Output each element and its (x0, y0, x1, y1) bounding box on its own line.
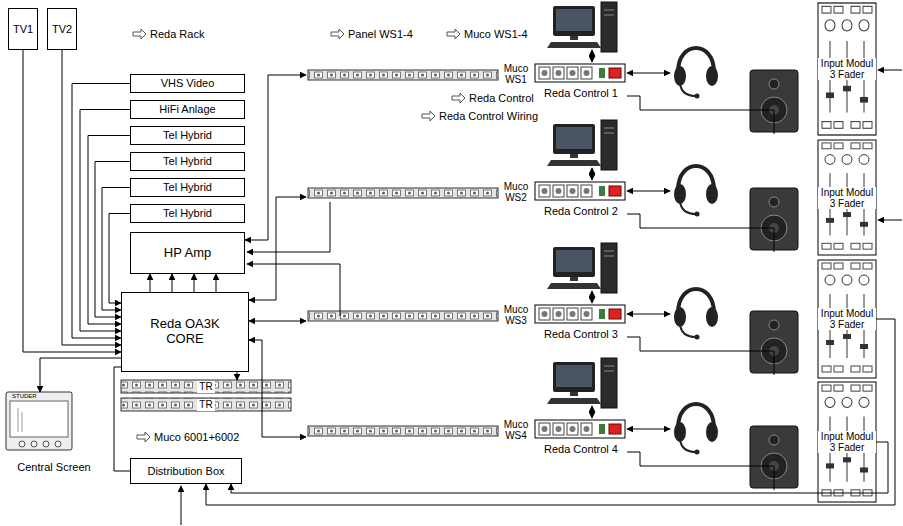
node-box: Tel Hybrid (130, 204, 245, 223)
label-text: Muco WS1 (500, 63, 532, 85)
node-box: Input Modul 3 Fader (818, 260, 876, 378)
node-text: Central Screen (17, 461, 90, 474)
connector (237, 372, 238, 380)
node-text: Tel Hybrid (163, 155, 212, 168)
connector (231, 442, 888, 493)
node-box: Tel Hybrid (130, 152, 245, 171)
node-box: Input Modul 3 Fader (818, 140, 876, 255)
node-box: Tel Hybrid (130, 126, 245, 145)
node-text: Reda Control 3 (544, 328, 618, 341)
node-text: Reda OA3K CORE (143, 317, 227, 347)
node-box: HP Amp (130, 232, 245, 274)
label-text: STUDER (12, 393, 37, 400)
node-box: HiFi Anlage (130, 100, 245, 119)
node-box: TR (121, 380, 291, 393)
connector (114, 367, 130, 471)
node-text: VHS Video (161, 77, 215, 90)
node-text: Tel Hybrid (163, 207, 212, 220)
node-box: TV1 (8, 8, 38, 50)
node-box: Input Modul 3 Fader (818, 3, 876, 135)
node-text: Input Modul 3 Fader (818, 187, 876, 209)
node-text: Reda Control 2 (544, 205, 618, 218)
node-box: Tel Hybrid (130, 178, 245, 197)
node-box: Reda Control 2 (535, 182, 627, 218)
label-text: Muco WS1-4 (464, 28, 528, 41)
node-text: HP Amp (164, 246, 211, 261)
node-text: Distribution Box (147, 465, 224, 478)
node-text: Reda Control 1 (544, 87, 618, 100)
node-text: Tel Hybrid (163, 181, 212, 194)
node-box: Reda Control 3 (535, 305, 627, 341)
label-text: Muco WS4 (500, 419, 532, 441)
label-text: Panel WS1-4 (348, 28, 413, 41)
label-text: Reda Control Wiring (439, 110, 538, 123)
node-box: Reda Control 4 (535, 420, 627, 456)
node-text: Input Modul 3 Fader (818, 431, 876, 453)
label-text: Reda Rack (150, 28, 204, 41)
node-text: TV1 (13, 23, 33, 36)
node-box: Reda Control 1 (535, 64, 627, 100)
node-text: HiFi Anlage (159, 103, 215, 116)
node-text: Input Modul 3 Fader (818, 58, 876, 80)
node-box: TV2 (47, 8, 77, 50)
label-text: Muco 6001+6002 (154, 431, 239, 444)
connector (62, 50, 121, 345)
label-text: Reda Control (469, 92, 534, 105)
connector (206, 319, 895, 505)
node-text: TR (197, 381, 214, 393)
node-box: Reda OA3K CORE (121, 292, 249, 372)
node-text: TR (197, 399, 214, 411)
node-box: Input Modul 3 Fader (818, 382, 876, 502)
node-box: TR (121, 398, 291, 411)
label-text: Muco WS3 (500, 304, 532, 326)
node-text: Reda Control 4 (544, 443, 618, 456)
connector (150, 274, 216, 292)
node-box: Central Screen (4, 392, 104, 474)
node-text: TV2 (52, 23, 72, 36)
connector (109, 214, 130, 304)
node-text: Input Modul 3 Fader (818, 308, 876, 330)
node-text: Tel Hybrid (163, 129, 212, 142)
node-box: VHS Video (130, 74, 245, 93)
node-box: Distribution Box (130, 458, 242, 484)
connector (40, 358, 121, 392)
label-text: Muco WS2 (500, 181, 532, 203)
